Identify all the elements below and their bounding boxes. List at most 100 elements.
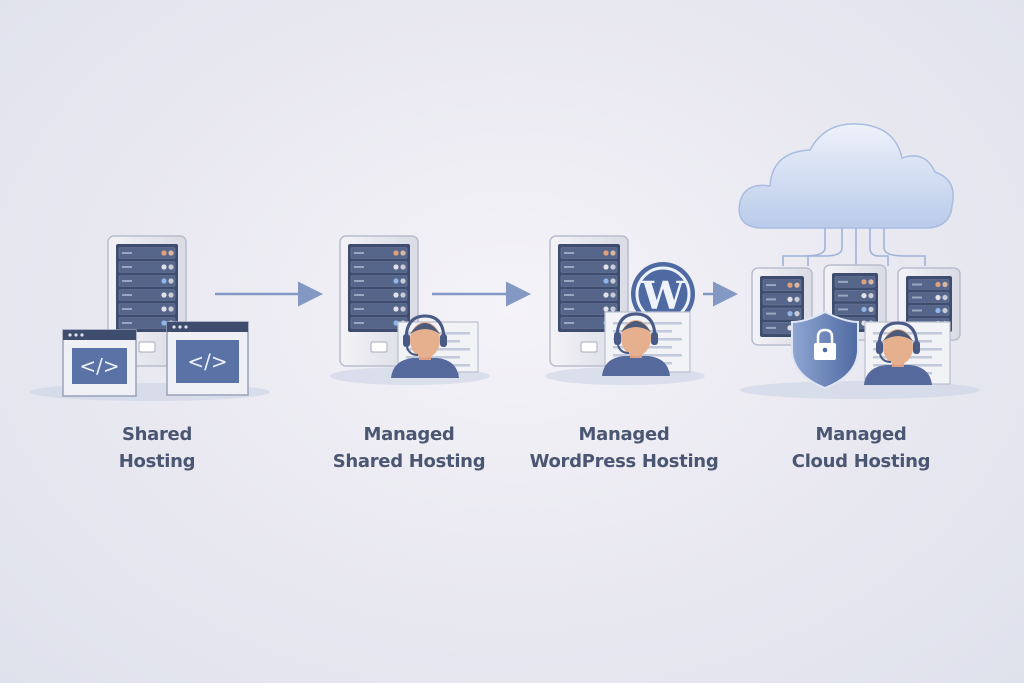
label-line: Cloud Hosting <box>791 451 931 472</box>
status-light <box>400 250 406 256</box>
status-light <box>161 278 167 284</box>
status-light <box>161 292 167 298</box>
status-light <box>161 306 167 312</box>
drive-slot <box>138 341 156 353</box>
cloud-icon <box>738 123 954 266</box>
server-slot <box>350 275 408 287</box>
agent-body <box>391 358 459 378</box>
status-light <box>935 294 941 301</box>
server-slot <box>118 261 176 273</box>
status-light <box>161 264 167 270</box>
server-slot <box>350 303 408 315</box>
status-light <box>935 307 941 314</box>
status-light <box>868 293 874 299</box>
headset-band <box>404 314 446 341</box>
server-slot <box>350 261 408 273</box>
headset-ear <box>651 332 658 345</box>
stage-label-managed-shared-hosting: Managed Shared Hosting <box>289 421 529 475</box>
status-light <box>400 278 406 284</box>
label-line: WordPress Hosting <box>529 451 719 472</box>
keyhole <box>822 347 828 353</box>
agent-face <box>621 320 651 356</box>
status-light <box>794 311 800 317</box>
server-slot <box>560 247 618 259</box>
status-light <box>400 306 406 312</box>
server-slot <box>118 247 176 259</box>
status-light <box>168 306 174 312</box>
status-light <box>393 292 399 298</box>
headset-ear <box>913 341 920 354</box>
headset-ear <box>614 332 621 345</box>
agent-body <box>864 365 932 385</box>
server-slot <box>350 289 408 301</box>
window-dot <box>172 325 176 329</box>
server-slot <box>350 247 408 259</box>
status-light <box>610 264 616 270</box>
server-slot <box>118 289 176 301</box>
support-agent-icon <box>602 312 670 376</box>
headset-ear <box>876 341 883 354</box>
window-dot <box>68 333 72 337</box>
headset-mic <box>617 344 630 354</box>
status-light <box>393 320 399 326</box>
server-slot <box>762 293 802 306</box>
window-dot <box>178 325 182 329</box>
status-light <box>161 250 167 256</box>
status-light <box>393 306 399 312</box>
server-slot <box>762 279 802 292</box>
label-line: Shared <box>121 424 193 445</box>
label-line: Managed <box>363 424 455 445</box>
label-line: Shared Hosting <box>332 451 486 472</box>
status-light <box>610 250 616 256</box>
server-slot <box>762 307 802 320</box>
agent-hair <box>410 323 440 334</box>
wordpress-glyph: W <box>641 273 686 318</box>
agent-face <box>410 322 440 358</box>
code-window-icon: </> <box>166 321 249 396</box>
floor-shadow <box>740 381 980 399</box>
text-line <box>613 354 682 357</box>
code-window-icon: </> <box>62 329 137 397</box>
status-light <box>168 264 174 270</box>
cloud-connector <box>782 228 826 266</box>
server-slot <box>908 279 950 290</box>
status-light <box>400 292 406 298</box>
drive-slot <box>370 341 388 353</box>
status-light <box>861 293 867 299</box>
support-agent-icon <box>391 314 459 378</box>
status-light <box>787 296 793 302</box>
support-agent-icon <box>864 321 932 385</box>
text-line <box>613 322 682 325</box>
window-dot <box>80 333 84 337</box>
status-light <box>393 278 399 284</box>
lock-shackle <box>816 328 834 344</box>
server-slot <box>560 275 618 287</box>
headset-mic <box>879 353 892 363</box>
window-titlebar <box>63 330 136 340</box>
status-light <box>393 250 399 256</box>
status-light <box>935 281 941 288</box>
status-light <box>603 278 609 284</box>
window-titlebar <box>167 322 248 332</box>
status-light <box>603 264 609 270</box>
status-light <box>603 306 609 312</box>
server-slot <box>118 303 176 315</box>
status-light <box>942 294 948 301</box>
cloud-connector <box>883 228 926 266</box>
status-light <box>861 306 867 312</box>
agent-body <box>602 356 670 376</box>
status-light <box>610 278 616 284</box>
server-slot <box>118 275 176 287</box>
shield-lock-icon <box>791 310 859 390</box>
text-line <box>406 356 460 359</box>
stage-label-managed-cloud-hosting: Managed Cloud Hosting <box>741 421 981 475</box>
cloud-connector <box>807 228 843 266</box>
server-slot <box>908 305 950 316</box>
status-light <box>393 264 399 270</box>
status-light <box>168 250 174 256</box>
status-light <box>603 250 609 256</box>
label-line: Managed <box>815 424 907 445</box>
status-light <box>942 281 948 288</box>
status-light <box>603 292 609 298</box>
status-light <box>610 292 616 298</box>
